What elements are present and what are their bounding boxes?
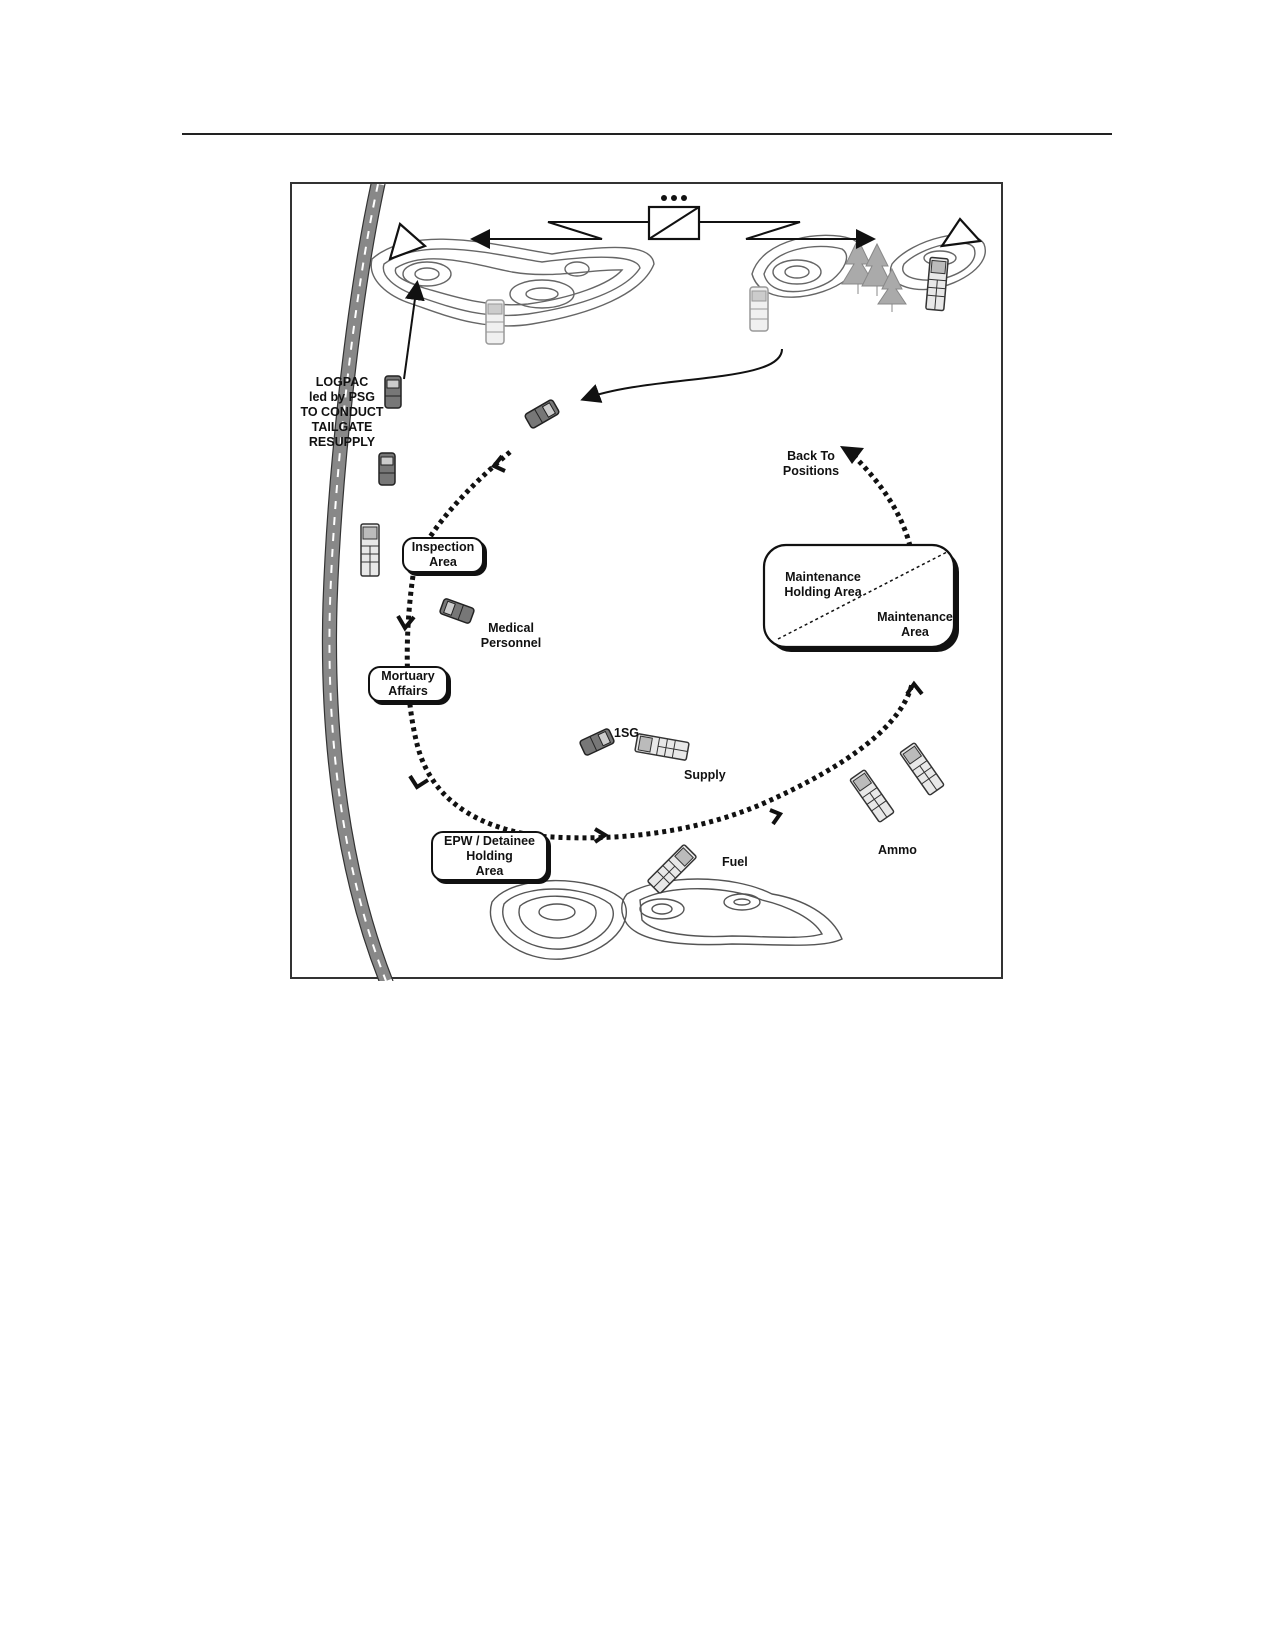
route-chevrons xyxy=(396,454,924,844)
tree-icons xyxy=(841,237,907,312)
back-to-positions-label: Back To Positions xyxy=(782,449,840,478)
supply-truck xyxy=(634,732,690,762)
position-triangle-left xyxy=(388,222,428,261)
1sg-vehicle xyxy=(578,727,616,757)
command-arrows xyxy=(470,221,876,249)
logpac-resupply-diagram: LOGPAC led by PSG TO CONDUCT TAILGATE RE… xyxy=(290,182,1003,981)
maintenance-box xyxy=(762,543,959,652)
fuel-label: Fuel xyxy=(722,855,748,869)
ammo-truck-1 xyxy=(848,768,896,824)
returning-vehicle xyxy=(523,398,561,430)
ghost-vehicle-1 xyxy=(485,299,505,345)
resupply-route xyxy=(404,450,915,841)
terrain-contours-bottom xyxy=(489,878,843,960)
diagram-graphics xyxy=(321,184,986,981)
vehicle-top-right xyxy=(925,256,949,312)
supply-label: Supply xyxy=(684,768,726,782)
epw-detainee-holding-area-box: EPW / Detainee Holding Area xyxy=(431,831,548,881)
ammo-truck-2 xyxy=(898,741,946,797)
1sg-label: 1SG xyxy=(614,726,640,740)
logpac-vehicle-2 xyxy=(378,452,396,486)
inspection-area-box: Inspection Area xyxy=(402,537,484,573)
back-to-positions-arrowhead xyxy=(840,446,864,464)
logpac-truck xyxy=(360,523,380,577)
return-arrow xyxy=(580,348,783,403)
road xyxy=(321,184,394,981)
medical-vehicle xyxy=(438,597,476,625)
medical-personnel-label: Medical Personnel xyxy=(480,621,542,650)
logpac-label: LOGPAC led by PSG TO CONDUCT TAILGATE RE… xyxy=(300,375,384,449)
logpac-arrow xyxy=(403,280,425,380)
maintenance-holding-area-label: Maintenance Holding Area xyxy=(784,570,862,599)
maintenance-area-label: Maintenance Area xyxy=(877,610,953,639)
fuel-truck xyxy=(646,843,698,895)
mortuary-affairs-box: Mortuary Affairs xyxy=(368,666,448,702)
position-triangle-right xyxy=(939,217,983,248)
ghost-vehicle-2 xyxy=(749,286,769,332)
page-header-rule xyxy=(182,133,1112,135)
unit-symbol xyxy=(647,195,701,241)
ammo-label: Ammo xyxy=(878,843,917,857)
